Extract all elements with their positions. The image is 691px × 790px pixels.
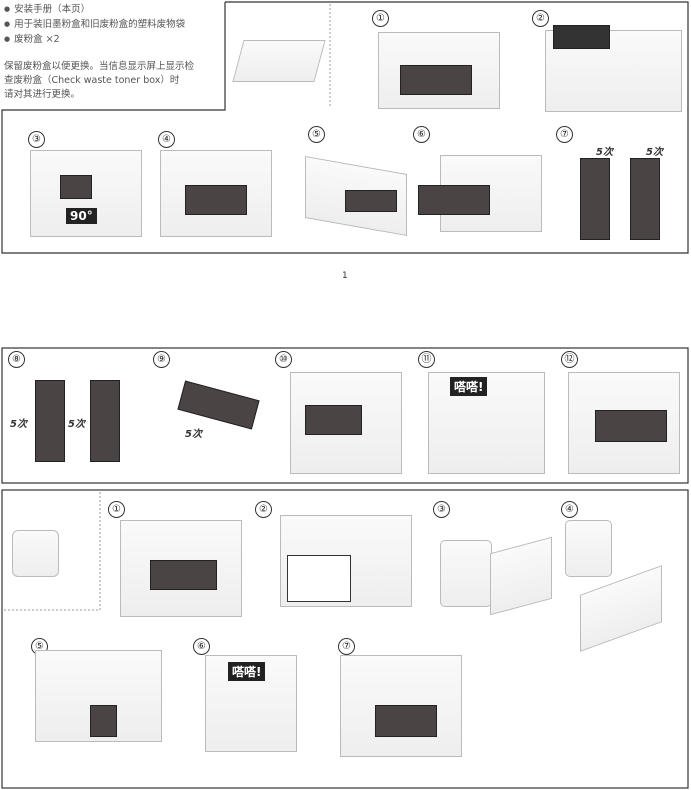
times-label: 5次 [596,147,613,158]
step-b4: ④ [561,501,578,518]
step-10: ⑩ [275,351,292,368]
replacement-note: 保留废粉盒以便更换。当信息显示屏上显示检 查废粉盒（Check waste to… [4,60,194,102]
step-3: ③ [28,131,45,148]
page-number: 1 [342,271,348,281]
contents-item: 用于装旧墨粉盒和旧废粉盒的塑料废物袋 [4,17,185,32]
times-label: 5次 [185,429,202,440]
shake-box-illustration [35,380,65,462]
step-11: ⑪ [418,351,435,368]
waste-toner-box-illustration [232,40,326,82]
step-b7: ⑦ [338,638,355,655]
step-2: ② [532,10,549,27]
click-label: 嗒嗒! [228,662,266,681]
toner-cover-illustration [400,65,472,95]
bottle-cap-illustration [440,540,492,607]
step-8: ⑧ [8,351,25,368]
step-12: ⑫ [561,351,578,368]
step-6: ⑥ [413,126,430,143]
times-label: 5次 [68,419,85,430]
step-b2: ② [255,501,272,518]
times-label: 5次 [646,147,663,158]
cover-illustration [150,560,217,590]
note-line: 查废粉盒（Check waste toner box）时 [4,75,180,86]
times-label: 5次 [10,419,27,430]
box-illustration [305,405,362,435]
contents-item: 安装手册（本页） [4,2,185,17]
click-label: 嗒嗒! [450,377,488,396]
shake-box-illustration [90,380,120,462]
new-box-illustration [630,158,660,240]
step-1: ① [372,10,389,27]
step-b3: ③ [433,501,450,518]
rotate-90-label: 90° [66,208,97,224]
step-b6: ⑥ [193,638,210,655]
step-9: ⑨ [153,351,170,368]
bottle-illustration [90,705,117,737]
contents-item: 废粉盒 ×2 [4,32,185,47]
display-message-icon [553,25,610,49]
box-into-package-illustration [418,185,490,215]
detail-inset [287,555,351,602]
box-into-bag-illustration [345,190,397,212]
step-7: ⑦ [556,126,573,143]
lever-illustration [60,175,92,199]
note-line: 保留废粉盒以便更换。当信息显示屏上显示检 [4,61,195,72]
waste-box-slot-illustration [545,30,682,112]
contents-list: 安装手册（本页） 用于装旧墨粉盒和旧废粉盒的塑料废物袋 废粉盒 ×2 [4,2,185,47]
note-line: 请对其进行更换。 [4,89,81,100]
waste-box-illustration [185,185,247,215]
step-5: ⑤ [308,126,325,143]
cover-illustration [375,705,437,737]
step-4: ④ [158,131,175,148]
new-box-illustration [580,158,610,240]
waste-bottle-illustration [12,530,59,577]
bottle-illustration [565,520,612,577]
step-b1: ① [108,501,125,518]
cover-illustration [595,410,667,442]
